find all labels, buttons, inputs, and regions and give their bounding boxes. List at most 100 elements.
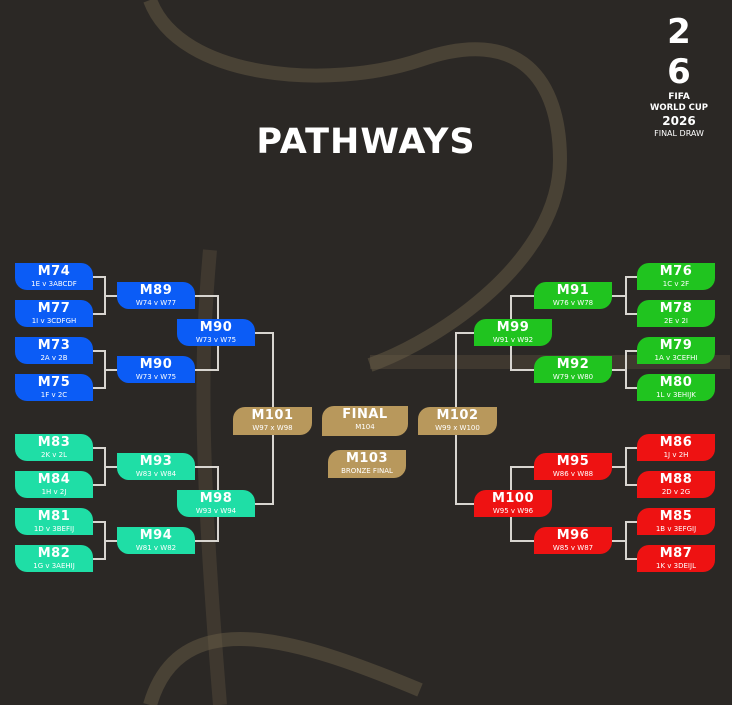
logo-numeral-bottom: 6 [667, 52, 691, 92]
match-code: M74 [37, 264, 71, 279]
match-code: M89 [139, 283, 173, 298]
match-code: M99 [496, 320, 530, 335]
match-pairing: 1A v 3CEFHI [654, 354, 698, 362]
bracket-connector [625, 558, 637, 560]
match-pairing: W81 v W82 [135, 544, 177, 552]
match-code: M94 [139, 528, 173, 543]
match-code: M73 [37, 338, 71, 353]
bracket-connector [93, 276, 105, 278]
bracket-connector [104, 295, 117, 297]
match-code: M98 [199, 491, 233, 506]
match-code: M83 [37, 435, 71, 450]
logo-year: 2026 [662, 114, 696, 128]
match-code: M85 [659, 509, 693, 524]
match-pairing: 2D v 2G [661, 488, 691, 496]
match-code: M77 [37, 301, 71, 316]
match-pairing: W74 v W77 [135, 299, 177, 307]
match-pairing: 1F v 2C [40, 391, 68, 399]
bracket-connector [93, 484, 105, 486]
match-pairing: 2E v 2I [664, 317, 688, 325]
logo-world-cup: WORLD CUP [650, 103, 708, 113]
match-code: M91 [556, 283, 590, 298]
match-pairing: W83 v W84 [135, 470, 177, 478]
match-code: M79 [659, 338, 693, 353]
bracket-connector [255, 503, 273, 505]
match-pairing: W86 v W88 [552, 470, 594, 478]
bracket-connector [510, 466, 512, 490]
bracket-connector [217, 346, 219, 371]
match-code: M92 [556, 357, 590, 372]
bracket-connector [510, 295, 512, 319]
match-code: M76 [659, 264, 693, 279]
match-code: M81 [37, 509, 71, 524]
match-pairing: W91 v W92 [492, 336, 534, 344]
bracket-connector [510, 295, 534, 297]
bracket-connector [625, 350, 627, 389]
match-pairing: W76 v W78 [552, 299, 594, 307]
match-code: M96 [556, 528, 590, 543]
match-pairing: 1J v 2H [663, 451, 689, 459]
bracket-connector [104, 369, 117, 371]
bracket-connector [93, 521, 105, 523]
bracket-connector [195, 295, 219, 297]
match-pairing: W79 v W80 [552, 373, 594, 381]
bracket-connector [625, 387, 637, 389]
bracket-connector [195, 369, 219, 371]
match-code: M78 [659, 301, 693, 316]
bracket-connector [625, 350, 637, 352]
match-code: M100 [491, 491, 535, 506]
match-pairing: 1D v 3BEFIJ [33, 525, 75, 533]
bracket-connector [612, 295, 625, 297]
match-code: M82 [37, 546, 71, 561]
bracket-connector [625, 276, 637, 278]
bracket-connector [93, 447, 105, 449]
match-pairing: 1K v 3DEIJL [656, 562, 696, 570]
bracket-connector [217, 295, 219, 319]
match-pairing: BRONZE FINAL [341, 467, 393, 475]
match-pairing: W73 v W75 [195, 336, 237, 344]
match-pairing: M104 [355, 423, 375, 431]
bracket-connector [93, 558, 105, 560]
bracket-connector [510, 369, 534, 371]
bracket-connector [612, 466, 625, 468]
match-code: M84 [37, 472, 71, 487]
bracket-connector [195, 540, 219, 542]
bracket-connector [625, 276, 627, 315]
bracket-connector [104, 466, 117, 468]
match-pairing: 1H v 2J [41, 488, 67, 496]
match-code: M86 [659, 435, 693, 450]
match-code: M75 [37, 375, 71, 390]
